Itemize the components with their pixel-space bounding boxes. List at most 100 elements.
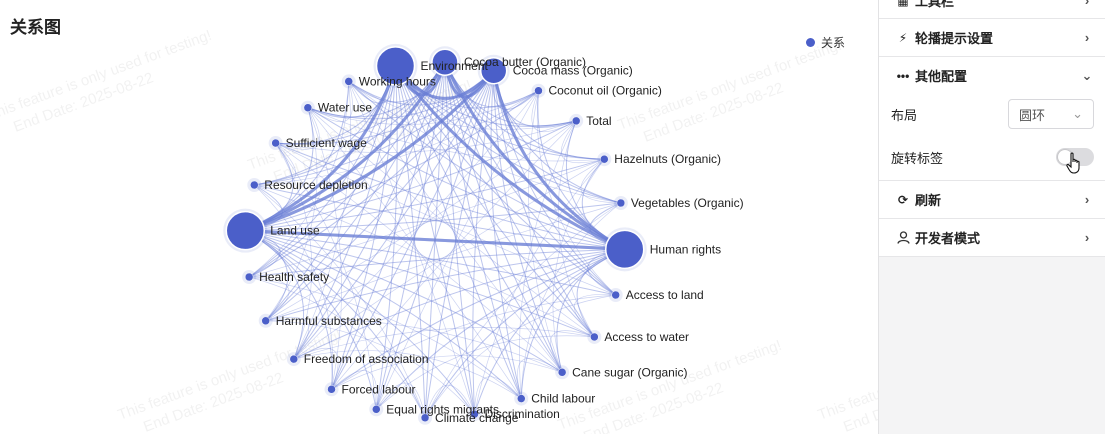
- graph-edge: [254, 184, 426, 418]
- node-label: Water use: [318, 101, 373, 115]
- graph-node[interactable]: [225, 210, 266, 251]
- graph-edge: [375, 248, 625, 410]
- graph-edge: [474, 376, 522, 415]
- graph-edge: [557, 120, 595, 338]
- graph-edge: [275, 142, 377, 410]
- graph-edge: [254, 70, 495, 186]
- chart-title: 关系图: [10, 18, 61, 37]
- other-config-label: 其他配置: [915, 69, 968, 84]
- graph-edge: [293, 248, 625, 360]
- graph-edge: [444, 61, 621, 204]
- other-config-header[interactable]: ••• 其他配置 ⌄: [879, 57, 1105, 94]
- graph-edge: [245, 107, 314, 232]
- graph-edge: [307, 107, 605, 162]
- graph-edge: [348, 70, 495, 106]
- chevron-right-icon: ›: [1084, 192, 1090, 207]
- toolbar-section[interactable]: ▦ 工具栏 ›: [879, 0, 1105, 19]
- graph-edge: [520, 248, 625, 399]
- node-label: Health safety: [259, 270, 329, 284]
- graph-edge: [249, 276, 426, 418]
- graph-edge: [556, 248, 625, 373]
- graph-edge: [245, 229, 625, 251]
- graph-node[interactable]: [611, 290, 620, 300]
- graph-node[interactable]: [420, 413, 430, 423]
- graph-node[interactable]: [372, 405, 381, 414]
- graph-edge: [424, 202, 621, 418]
- graph-node[interactable]: [344, 77, 353, 86]
- legend[interactable]: 关系: [806, 34, 845, 51]
- graph-node[interactable]: [590, 332, 599, 342]
- graph-edge: [307, 107, 625, 250]
- graph-edge: [474, 158, 605, 415]
- graph-node[interactable]: [303, 103, 313, 112]
- graph-node[interactable]: [289, 354, 299, 364]
- lightning-icon: ⚡: [898, 30, 908, 45]
- graph-edge: [528, 90, 563, 373]
- graph-edge: [331, 65, 396, 390]
- developer-mode-section[interactable]: 开发者模式 ›: [879, 219, 1105, 257]
- graph-edge: [331, 248, 625, 390]
- graph-edge: [424, 70, 495, 418]
- layout-row: 布局 圆环 ⌄: [879, 94, 1105, 134]
- graph-edge: [375, 62, 446, 410]
- graph-node[interactable]: [534, 86, 543, 95]
- graph-node[interactable]: [557, 368, 567, 377]
- graph-edge: [444, 61, 605, 160]
- graph-node[interactable]: [604, 229, 645, 270]
- graph-edge: [375, 90, 539, 410]
- graph-edge: [249, 276, 290, 322]
- graph-edge: [395, 65, 621, 204]
- graph-node[interactable]: [470, 409, 479, 419]
- graph-edge: [293, 158, 605, 360]
- refresh-icon: ⟳: [897, 192, 909, 207]
- graph-node[interactable]: [271, 138, 280, 148]
- graph-edge: [275, 61, 446, 145]
- graph-node[interactable]: [616, 198, 626, 208]
- graph-edge: [519, 120, 577, 399]
- graph-edge: [254, 184, 625, 250]
- refresh-section[interactable]: ⟳ 刷新 ›: [879, 181, 1105, 219]
- graph-node[interactable]: [250, 180, 259, 190]
- graph-edge: [265, 320, 475, 415]
- graph-edge: [249, 158, 605, 278]
- refresh-label: 刷新: [915, 193, 942, 208]
- node-label: Sufficient wage: [286, 136, 367, 150]
- graph-node[interactable]: [600, 154, 609, 164]
- graph-edge: [244, 65, 397, 233]
- graph-edge: [490, 70, 522, 399]
- chevron-right-icon: ›: [1084, 30, 1090, 45]
- graph-node[interactable]: [244, 272, 254, 282]
- graph-edge: [443, 61, 626, 251]
- graph-edge: [245, 120, 577, 232]
- settings-panel: ▦ 工具栏 › ⚡ 轮播提示设置 › ••• 其他配置 ⌄ 布局 圆环 ⌄ 旋转…: [878, 0, 1105, 434]
- graph-edge: [348, 81, 563, 373]
- layout-select[interactable]: 圆环 ⌄: [1008, 99, 1094, 129]
- graph-edge: [254, 90, 539, 186]
- graph-edge: [492, 70, 626, 251]
- graph-edge: [275, 120, 577, 153]
- graph-edge: [580, 158, 621, 204]
- node-label: Hazelnuts (Organic): [614, 152, 721, 166]
- legend-dot: [806, 38, 815, 47]
- node-label: Total: [586, 114, 611, 128]
- rotate-label-toggle[interactable]: [1056, 148, 1094, 166]
- graph-node[interactable]: [375, 46, 416, 86]
- graph-edge: [265, 65, 396, 322]
- graph-edge: [254, 142, 296, 186]
- graph-edge: [444, 62, 475, 415]
- graph-node[interactable]: [571, 116, 581, 126]
- graph-edge: [395, 65, 426, 418]
- graph-node[interactable]: [327, 385, 336, 394]
- node-label: Environment: [420, 59, 488, 73]
- node-label: Climate change: [435, 411, 519, 425]
- graph-edge: [565, 120, 625, 250]
- graph-node[interactable]: [479, 56, 508, 85]
- carousel-settings-section[interactable]: ⚡ 轮播提示设置 ›: [879, 19, 1105, 57]
- graph-edge: [275, 107, 320, 150]
- graph-edge: [265, 107, 318, 322]
- graph-node[interactable]: [517, 394, 526, 403]
- graph-node[interactable]: [261, 316, 270, 326]
- graph-edge: [560, 120, 605, 163]
- graph-node[interactable]: [431, 48, 459, 76]
